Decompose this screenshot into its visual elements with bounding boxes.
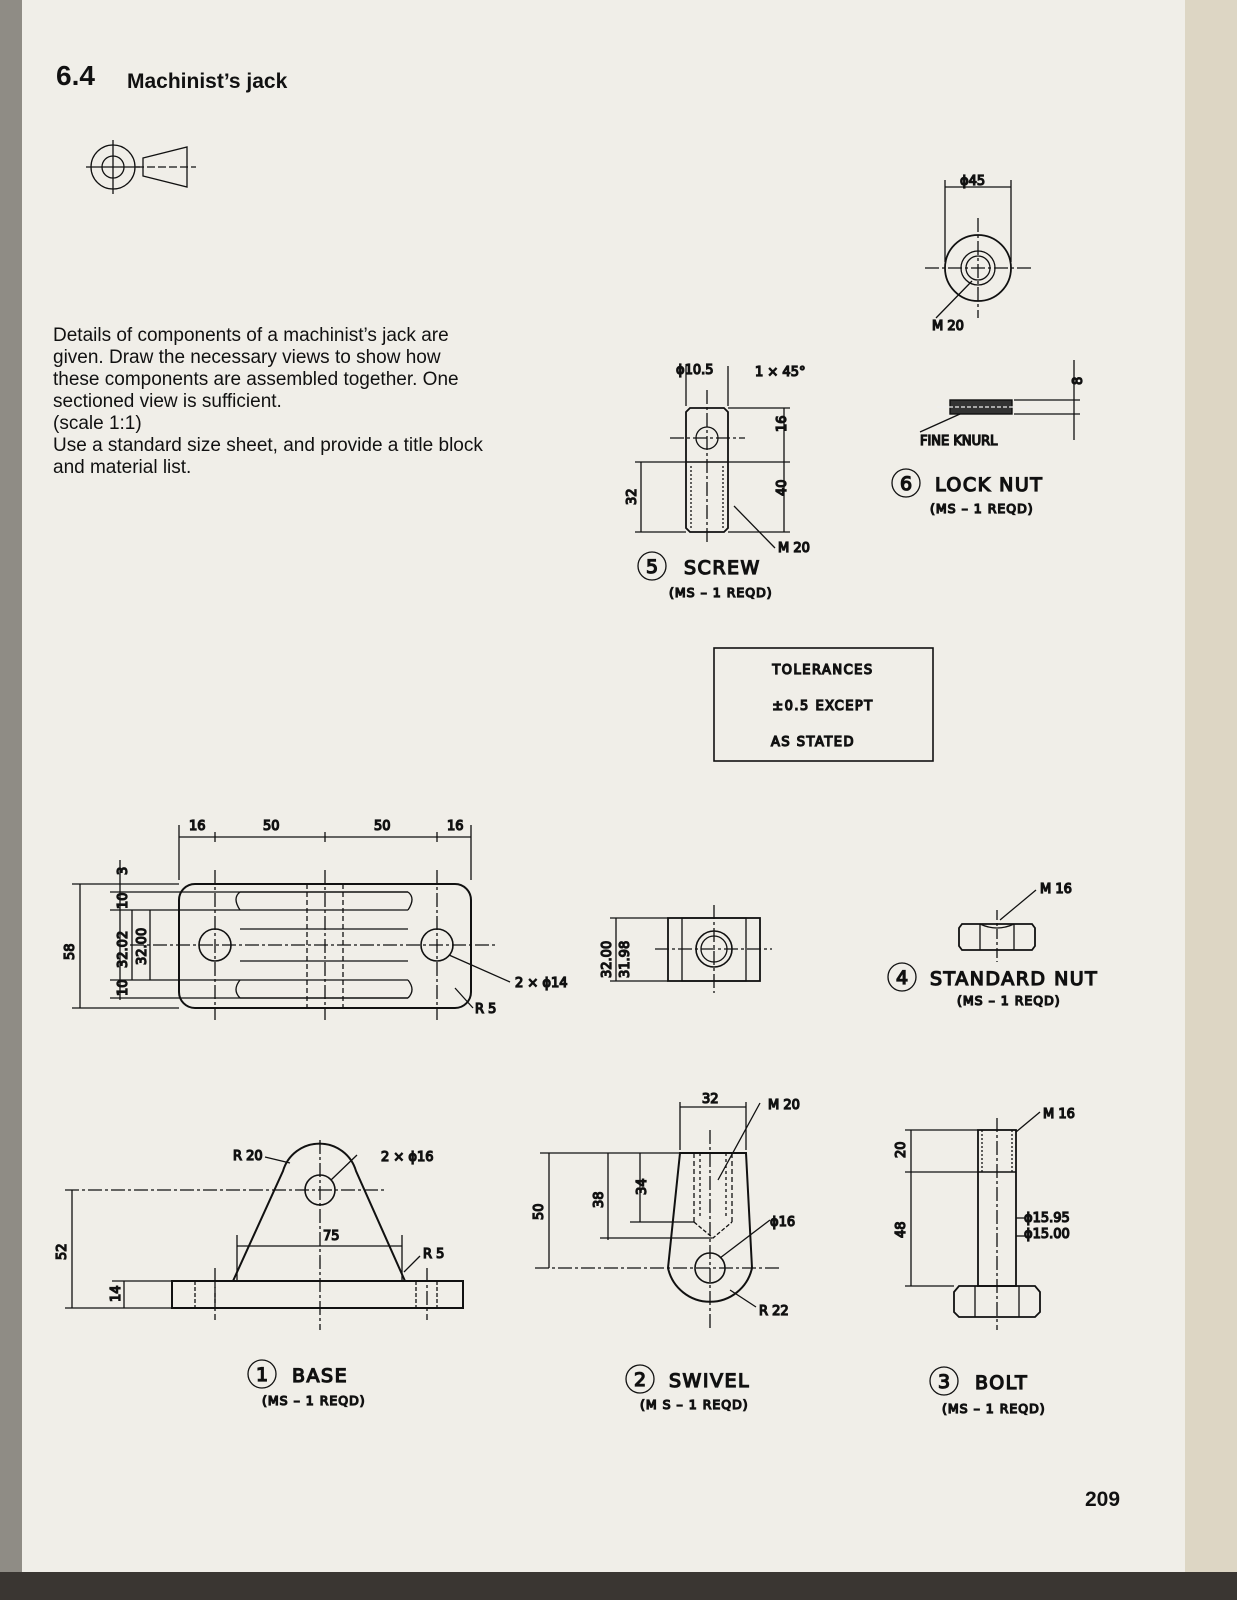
swivel-w3200: 32.00 [600, 941, 615, 978]
swivel-d38: 38 [592, 1191, 607, 1208]
bolt-name: BOLT [975, 1372, 1028, 1394]
bolt-m16: M 16 [1043, 1107, 1075, 1122]
lock-nut-qty: (MS – 1 REQD) [930, 501, 1034, 516]
screw-m20: M 20 [778, 541, 810, 556]
screw-d16: 16 [775, 415, 790, 432]
screw-d40: 40 [775, 479, 790, 496]
screw-chamfer: 1 × 45° [755, 365, 805, 380]
bolt-d48: 48 [894, 1221, 909, 1238]
base-dim-50b: 50 [374, 819, 391, 834]
standard-nut-drawing [958, 889, 1037, 962]
base-balloon [247, 1359, 277, 1389]
base-dim-16b: 16 [447, 819, 464, 834]
lock-nut-balloon [891, 468, 921, 498]
lock-nut-knurl: FINE KNURL [920, 434, 998, 449]
instruction-line: and material list. [53, 457, 192, 478]
tolerances-line: AS STATED [771, 735, 855, 750]
screw-qty: (MS – 1 REQD) [669, 585, 773, 600]
swivel-phi16: ϕ16 [770, 1215, 795, 1230]
base-r5: R 5 [475, 1002, 496, 1017]
instruction-line: Use a standard size sheet, and provide a… [53, 435, 483, 456]
instruction-line: Details of components of a machinist’s j… [53, 325, 449, 346]
base-dim-3202: 32.02 [116, 931, 131, 968]
bolt-qty: (MS – 1 REQD) [942, 1401, 1046, 1416]
bolt-phi1595: ϕ15.95 [1024, 1211, 1070, 1226]
screw-drawing [635, 366, 790, 549]
base-holes-14: 2 × ϕ14 [515, 976, 568, 991]
screw-balloon [637, 551, 667, 581]
section-title: Machinist’s jack [127, 70, 288, 93]
swivel-d50: 50 [532, 1203, 547, 1220]
tolerances-box [713, 647, 934, 762]
base-dim-16a: 16 [189, 819, 206, 834]
binding-shadow [0, 0, 22, 1600]
base-dim-14: 14 [109, 1285, 124, 1302]
base-r5b: R 5 [423, 1247, 444, 1262]
swivel-balloon [625, 1364, 655, 1394]
page-edge [1185, 0, 1237, 1600]
base-dim-10a: 10 [116, 892, 131, 909]
base-dim-52: 52 [55, 1243, 70, 1260]
screw-d32: 32 [625, 488, 640, 505]
base-dim-3: 3 [116, 867, 131, 875]
swivel-w3198: 31.98 [618, 941, 633, 978]
swivel-front-drawing [535, 1102, 782, 1330]
base-r20: R 20 [233, 1149, 263, 1164]
base-dim-3200: 32.00 [135, 928, 150, 965]
lock-nut-m20: M 20 [932, 319, 964, 334]
base-name: BASE [292, 1365, 348, 1387]
bolt-phi1500: ϕ15.00 [1024, 1227, 1070, 1242]
section-number: 6.4 [56, 60, 95, 91]
bolt-drawing [905, 1111, 1041, 1330]
base-plan-drawing [72, 825, 511, 1020]
base-dim-50a: 50 [263, 819, 280, 834]
lock-nut-number: 6 [900, 473, 914, 495]
swivel-qty: (M S – 1 REQD) [640, 1397, 749, 1412]
std-nut-number: 4 [896, 967, 910, 989]
std-nut-qty: (MS – 1 REQD) [957, 993, 1061, 1008]
page-number: 209 [1085, 1488, 1121, 1511]
base-dim-58: 58 [63, 943, 78, 960]
base-qty: (MS – 1 REQD) [262, 1393, 366, 1408]
third-angle-projection-icon [86, 140, 196, 194]
base-dim-75: 75 [323, 1229, 340, 1244]
screw-name: SCREW [684, 557, 761, 579]
instruction-line: these components are assembled together.… [53, 369, 459, 390]
std-nut-m16: M 16 [1040, 882, 1072, 897]
lock-nut-phi45: ϕ45 [960, 174, 985, 189]
instruction-line: given. Draw the necessary views to show … [53, 347, 441, 368]
lock-nut-d8: 8 [1071, 377, 1086, 385]
swivel-d34: 34 [635, 1178, 650, 1195]
swivel-number: 2 [634, 1369, 648, 1391]
base-elevation-drawing [65, 1140, 464, 1330]
swivel-name: SWIVEL [669, 1370, 750, 1392]
tolerances-line: ±0.5 EXCEPT [772, 699, 873, 714]
std-nut-balloon [887, 962, 917, 992]
std-nut-name: STANDARD NUT [930, 968, 1098, 990]
bolt-number: 3 [938, 1371, 952, 1393]
swivel-m20: M 20 [768, 1098, 800, 1113]
bolt-balloon [929, 1366, 959, 1396]
base-holes-16: 2 × ϕ16 [381, 1150, 434, 1165]
lock-nut-drawing [919, 180, 1080, 440]
instructions-text: Details of components of a machinist’s j… [53, 325, 553, 479]
instruction-line: sectioned view is sufficient. [53, 391, 282, 412]
swivel-end-drawing [610, 905, 772, 993]
instruction-line: (scale 1:1) [53, 413, 142, 434]
swivel-r22: R 22 [759, 1304, 789, 1319]
tolerances-line: TOLERANCES [771, 663, 873, 678]
base-number: 1 [256, 1364, 270, 1386]
screw-number: 5 [646, 556, 660, 578]
lock-nut-name: LOCK NUT [935, 474, 1043, 496]
bolt-d20: 20 [894, 1141, 909, 1158]
swivel-d32: 32 [702, 1092, 719, 1107]
screw-phi105: ϕ10.5 [676, 363, 714, 378]
bottom-edge [0, 1572, 1237, 1600]
base-dim-10b: 10 [116, 979, 131, 996]
